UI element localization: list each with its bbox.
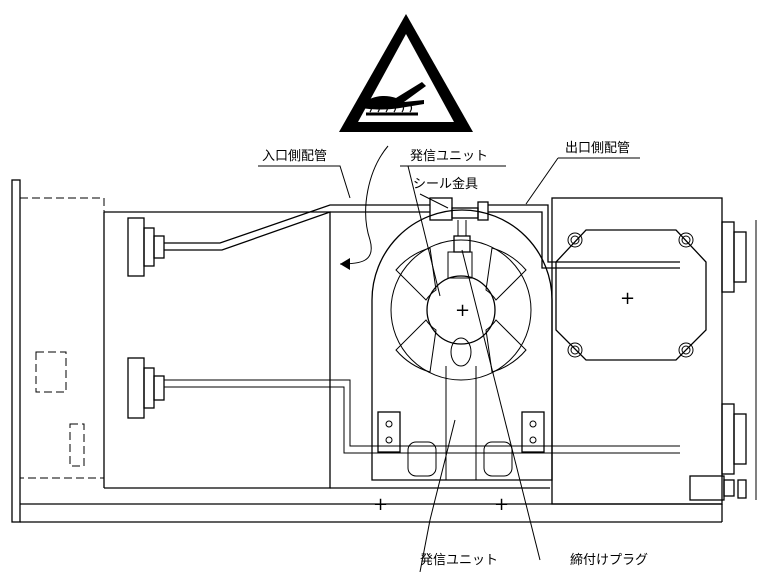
chassis-outline: [20, 211, 723, 523]
transmitter-unit-top-label: 発信ユニット: [410, 149, 488, 164]
seal-fitting-label: シール金具: [413, 176, 478, 192]
transmitter-unit: +: [371, 209, 553, 481]
left-flange: [11, 179, 105, 523]
hot-surface-warning-icon: [339, 14, 473, 132]
outlet-piping-label: 出口側配管: [565, 141, 630, 156]
left-connector-blocks: [127, 217, 165, 419]
svg-text:+: +: [455, 300, 470, 321]
right-mounting-plate: +: [551, 197, 757, 505]
leader-lines: [258, 145, 640, 572]
tightening-plug-label: 締付けプラグ: [570, 552, 648, 568]
inlet-piping-label: 入口側配管: [262, 149, 327, 164]
plus-marker: +: [373, 494, 388, 515]
svg-text:+: +: [620, 288, 635, 309]
transmitter-unit-bottom-label: 発信ユニット: [420, 553, 498, 568]
piping: [164, 197, 680, 454]
plus-marker: +: [494, 494, 509, 515]
